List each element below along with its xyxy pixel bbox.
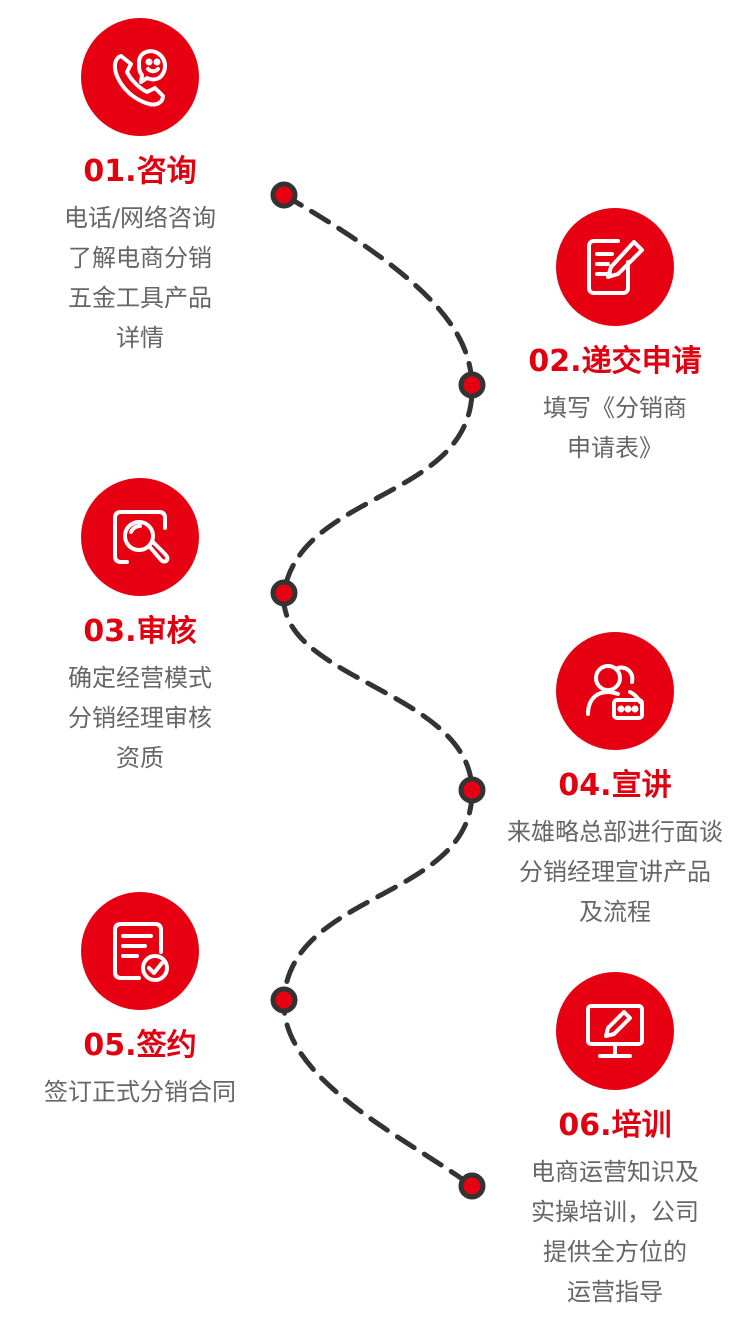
route-dot	[270, 986, 298, 1014]
step-title: 04.宣讲	[558, 768, 672, 803]
step-icon-circle	[81, 18, 199, 136]
route-dot	[458, 371, 486, 399]
route-dot	[458, 776, 486, 804]
dashed-route-line	[281, 192, 475, 1189]
step-training: 06.培训 电商运营知识及 实操培训，公司 提供全方位的 运营指导	[465, 972, 750, 1312]
users-chat-icon	[586, 664, 644, 720]
step-title: 01.咨询	[83, 154, 197, 189]
step-presentation: 04.宣讲 来雄略总部进行面谈 分销经理宣讲产品 及流程	[465, 632, 750, 932]
step-description: 签订正式分销合同	[44, 1078, 236, 1106]
step-description: 电商运营知识及 实操培训，公司 提供全方位的 运营指导	[531, 1158, 699, 1306]
step-description: 来雄略总部进行面谈 分销经理宣讲产品 及流程	[507, 818, 723, 926]
step-icon-circle	[556, 632, 674, 750]
step-consult: 01.咨询 电话/网络咨询 了解电商分销 五金工具产品 详情	[0, 18, 290, 358]
step-description: 确定经营模式 分销经理审核 资质	[68, 664, 212, 772]
step-title: 02.递交申请	[528, 344, 702, 379]
search-review-icon	[113, 510, 170, 564]
step-review: 03.审核 确定经营模式 分销经理审核 资质	[0, 478, 290, 778]
step-title: 03.审核	[83, 614, 197, 649]
monitor-pen-icon	[586, 1004, 644, 1058]
step-title: 06.培训	[558, 1108, 672, 1143]
step-icon-circle	[556, 972, 674, 1090]
edit-form-icon	[587, 239, 644, 295]
step-icon-circle	[81, 478, 199, 596]
step-description: 填写《分销商 申请表》	[543, 394, 687, 462]
step-title: 05.签约	[83, 1028, 197, 1063]
step-description: 电话/网络咨询 了解电商分销 五金工具产品 详情	[63, 204, 217, 352]
contract-check-icon	[113, 922, 169, 982]
route-dot	[270, 579, 298, 607]
route-dot	[270, 181, 298, 209]
phone-smile-icon	[112, 49, 167, 107]
step-apply: 02.递交申请 填写《分销商 申请表》	[465, 208, 750, 468]
step-icon-circle	[81, 892, 199, 1010]
step-sign: 05.签约 签订正式分销合同	[0, 892, 290, 1112]
step-icon-circle	[556, 208, 674, 326]
route-dot	[458, 1172, 486, 1200]
